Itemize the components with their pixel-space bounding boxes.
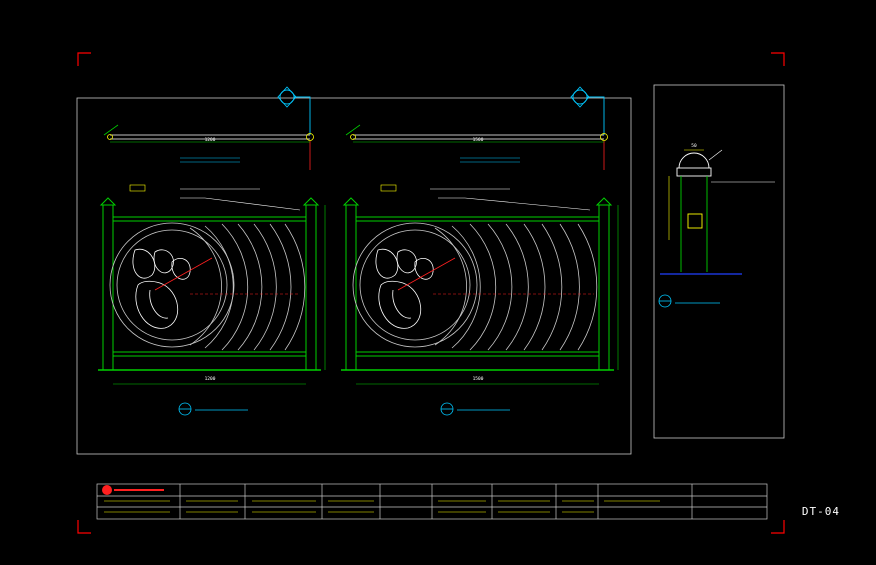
section-dim-cap: 50	[691, 143, 697, 149]
elev-dim-left: 1200	[205, 376, 216, 382]
plan-caption-left	[180, 157, 240, 163]
plan-dim-left: 1200	[205, 137, 216, 143]
title-block-entries	[104, 500, 660, 513]
plan-caption-right	[460, 157, 520, 163]
sheet-number: DT-04	[801, 505, 840, 518]
section-marker-icon	[440, 402, 510, 416]
plan-dim-right: 1500	[473, 137, 484, 143]
railing-elevation-left	[98, 197, 326, 385]
section-marker-icon	[658, 294, 720, 308]
elev-dim-right: 1500	[473, 376, 484, 382]
railing-elevation-right	[341, 197, 619, 385]
annotation-leaders	[129, 184, 591, 211]
main-viewport-frame	[76, 97, 632, 455]
section-viewport-frame	[653, 84, 785, 439]
coffee-bean-motif-left	[132, 248, 191, 329]
handrail-plan-right	[345, 124, 608, 170]
company-logo-icon	[102, 485, 164, 495]
title-block	[96, 483, 768, 520]
handrail-plan-left	[103, 124, 314, 170]
north-arrow-icon	[277, 86, 311, 135]
coffee-bean-motif-right	[375, 248, 434, 329]
section-marker-icon	[178, 402, 248, 416]
railing-section-detail	[660, 149, 775, 275]
crop-marks	[77, 52, 785, 534]
north-arrow-icon	[570, 86, 605, 135]
